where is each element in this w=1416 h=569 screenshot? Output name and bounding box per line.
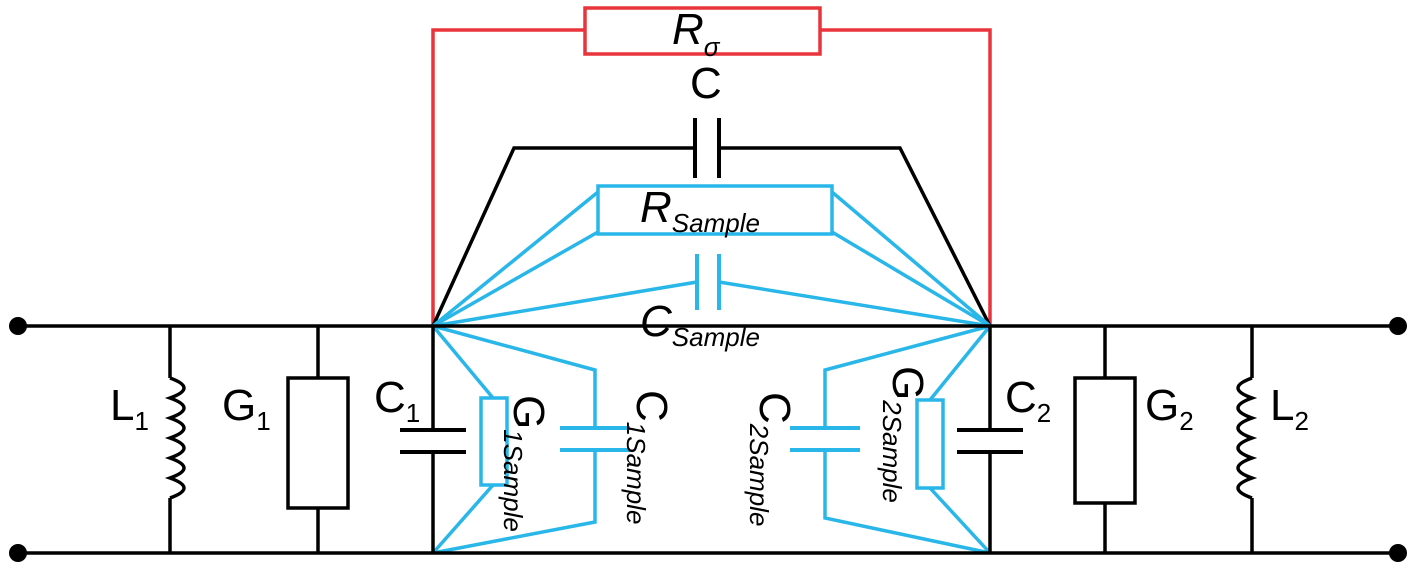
r-sample-wire-right-bottom — [831, 230, 991, 328]
g2-label: G2 — [1145, 381, 1194, 436]
r-sigma-branch: Rσ — [431, 5, 992, 326]
c1-sample-label: C1Sample — [621, 390, 676, 524]
c1-sample-wire-top — [432, 324, 597, 428]
g2-sample-wire-top — [928, 324, 992, 402]
l1-label: L1 — [110, 381, 149, 436]
g2-resistor — [1073, 326, 1137, 553]
c-sample-wire-left — [432, 280, 698, 328]
c2-sample-label-group: C2Sample — [744, 392, 799, 526]
terminal-top-right — [1389, 317, 1407, 335]
r-sigma-wire-left — [431, 28, 585, 326]
c-top-label: C — [690, 59, 722, 108]
terminal-top-left — [9, 317, 27, 335]
c1-sample-wire-bottom — [432, 450, 597, 555]
g1-sample-wire-bottom — [431, 483, 495, 555]
c1-label: C1 — [374, 373, 420, 428]
c2-sample-wire-top — [823, 324, 991, 428]
g2-sample-label-group: G2Sample — [877, 366, 932, 503]
l2-inductor — [1236, 326, 1258, 553]
c2-sample-wire-bottom — [823, 450, 991, 555]
r-sigma-label: Rσ — [672, 5, 721, 62]
g1-sample-resistor — [479, 396, 509, 487]
c2-sample-label: C2Sample — [744, 392, 799, 526]
g1-sample-label: G1Sample — [498, 395, 553, 532]
c1-sample-label-group: C1Sample — [621, 390, 676, 524]
r-sigma-resistor — [583, 6, 822, 56]
terminal-bottom-left — [9, 544, 27, 562]
c1-capacitor — [400, 326, 466, 553]
l1-inductor — [164, 326, 186, 553]
r-sample-wire-left-bottom — [432, 230, 599, 328]
terminal-bottom-right — [1389, 544, 1407, 562]
c2-capacitor — [957, 326, 1023, 553]
sample-network: RSample CSample — [431, 183, 992, 555]
g2-sample-label: G2Sample — [877, 366, 932, 503]
c2-label: C2 — [1005, 373, 1051, 428]
l2-coil — [1236, 376, 1258, 500]
c-top-wire-right — [719, 146, 992, 327]
r-sample-resistor — [596, 184, 834, 236]
g1-label: G1 — [222, 381, 271, 436]
main-circuit: L1 G1 C1 C2 G2 — [9, 317, 1407, 562]
r-sample-label: RSample — [640, 183, 760, 238]
g1-sample-wire-top — [431, 324, 495, 400]
l1-coil — [164, 376, 186, 500]
r-sample-wire-right-top — [830, 190, 992, 328]
g2-body — [1073, 376, 1137, 505]
g2-sample-resistor — [915, 398, 945, 490]
c-sample-wire-right — [718, 280, 991, 328]
g1-resistor — [286, 326, 350, 553]
c-top-branch: C — [431, 59, 992, 327]
g2-sample-wire-bottom — [928, 486, 992, 555]
r-sample-wire-left-top — [431, 190, 600, 328]
r-sigma-wire-right — [820, 28, 992, 326]
g1-sample-label-group: G1Sample — [498, 395, 553, 532]
g1-body — [286, 376, 350, 510]
l2-label: L2 — [1270, 381, 1309, 436]
c-top-wire-left — [431, 146, 695, 327]
